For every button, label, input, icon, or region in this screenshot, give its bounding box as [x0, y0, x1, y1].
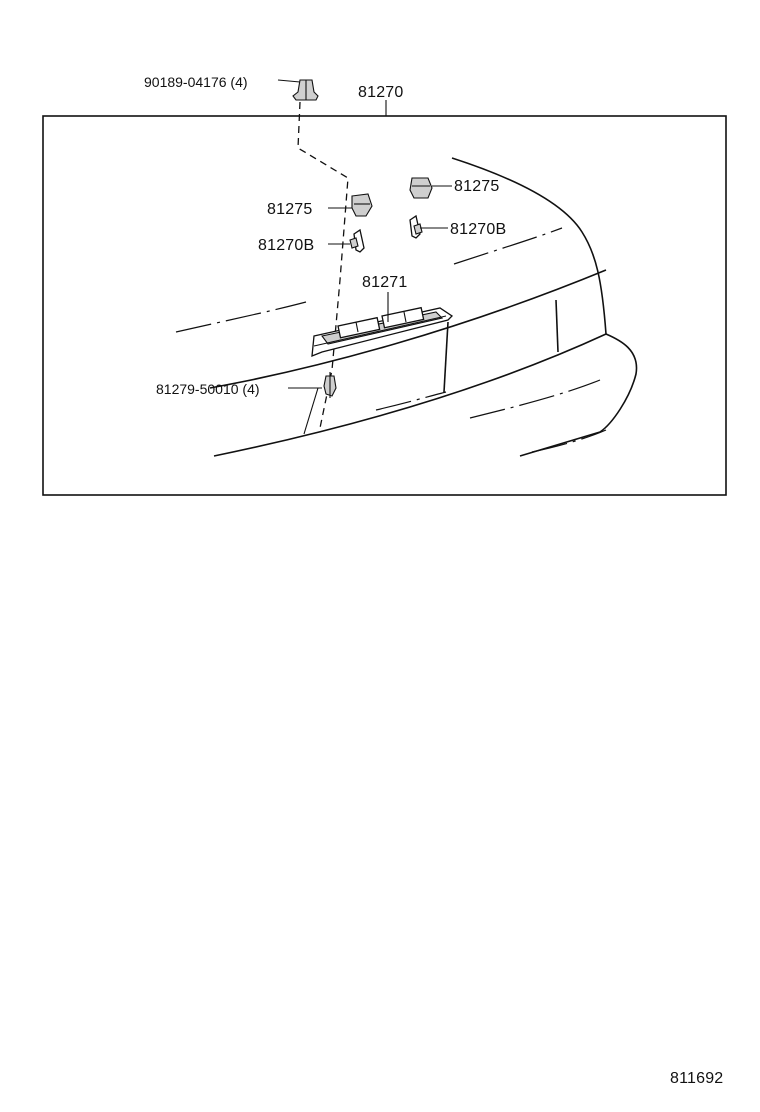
- label-bulb-left: 81270B: [258, 237, 314, 254]
- vehicle-body-outline: [209, 157, 638, 457]
- label-bulb-right: 81270B: [450, 221, 506, 238]
- label-cover-right: 81275: [454, 178, 500, 195]
- label-lamp-housing: 81271: [362, 274, 408, 291]
- label-assembly: 81270: [358, 84, 404, 101]
- style-line-3: [375, 391, 447, 411]
- cover-left-icon: [351, 193, 373, 217]
- lamp-housing-icon: [311, 306, 454, 358]
- figure-number: 811692: [670, 1070, 723, 1087]
- style-line-1: [453, 227, 563, 265]
- dashed-line-screw-top: [297, 101, 349, 429]
- diagram-frame: [42, 115, 727, 496]
- label-cover-left: 81275: [267, 201, 313, 218]
- bulb-left-icon: [349, 228, 365, 253]
- label-screw-top: 90189-04176 (4): [144, 74, 248, 90]
- style-line-4: [469, 379, 601, 419]
- leader-screw-top: [277, 79, 301, 83]
- style-line-5: [531, 429, 607, 453]
- screw-top-icon: [292, 79, 319, 101]
- cover-right-icon: [409, 177, 433, 199]
- screw-bottom-icon: [323, 372, 337, 398]
- label-screw-bottom: 81279-50010 (4): [156, 381, 260, 397]
- bulb-right-icon: [409, 214, 423, 239]
- style-line-2: [175, 301, 307, 333]
